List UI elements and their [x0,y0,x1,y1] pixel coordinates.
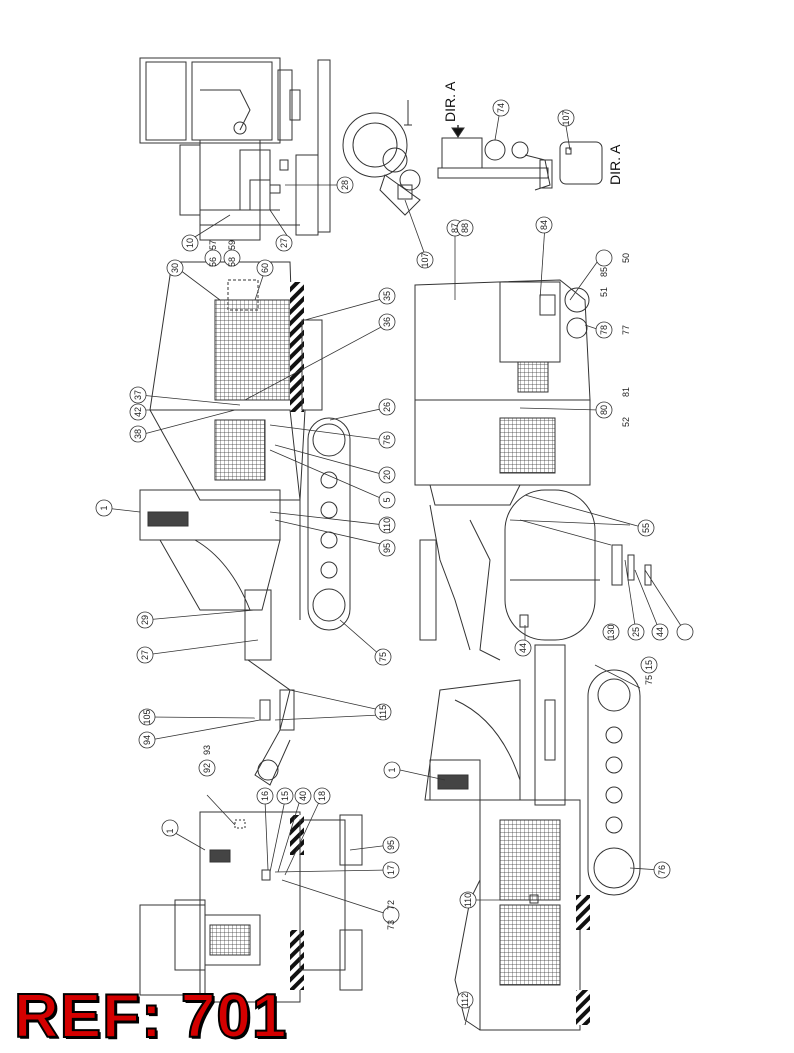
callout-38: 38 [133,429,143,439]
callout-balloons [95,99,694,1026]
front-view-bottom [139,811,363,1003]
front-view-top [139,57,331,241]
callout-107: 107 [561,110,571,125]
callout-44: 44 [518,643,528,653]
callout-58: 58 [227,257,237,267]
callout-110: 110 [382,518,392,532]
callout-51: 51 [599,287,609,297]
callout-72: 72 [386,900,396,910]
callout-15: 15 [280,791,290,801]
callout-85: 85 [599,267,609,277]
callout-16: 16 [260,791,270,801]
callout-56: 56 [208,257,218,267]
callout-35: 35 [382,291,392,301]
callout-40: 40 [298,791,308,801]
callout-17: 17 [386,865,396,875]
callout-74: 74 [496,103,506,113]
callout-87: 87 [450,223,460,233]
callout-77: 77 [621,325,631,335]
callout-105: 105 [142,709,152,724]
callout-81: 81 [621,387,631,397]
callout-1: 1 [387,767,397,772]
callout-94: 94 [142,735,152,745]
callout-88: 88 [460,223,470,233]
callout-36: 36 [382,317,392,327]
callout-59: 59 [227,240,237,250]
callout-25: 25 [631,627,641,637]
callout-5: 5 [382,497,392,502]
callout-95: 95 [386,840,396,850]
callout-92: 92 [202,763,212,773]
callout-60: 60 [260,263,270,273]
callout-1: 1 [99,505,109,510]
callout-28: 28 [340,180,350,190]
callout-76: 76 [657,865,667,875]
reference-label: REF: 701 [13,982,288,1051]
callout-10: 10 [185,238,195,248]
callout-107: 107 [420,252,430,267]
callout-57: 57 [208,240,218,250]
dir-a-label-top: DIR. A [442,81,458,122]
callout-15: 15 [644,660,654,670]
callout-29: 29 [140,615,150,625]
winch-assembly [342,100,421,216]
callout-55: 55 [641,523,651,533]
callout-75: 75 [644,675,654,685]
callout-95: 95 [382,543,392,553]
callout-73: 73 [386,920,396,930]
callout-93: 93 [202,745,212,755]
callout-115: 115 [378,705,388,719]
callout-110: 110 [463,893,473,907]
callout-20: 20 [382,470,392,480]
callout-1: 1 [165,828,175,833]
callout-37: 37 [133,390,143,400]
side-view-bottom-right [424,644,641,1031]
callout-84: 84 [539,220,549,230]
side-view-right [414,279,652,661]
callout-130: 130 [606,624,616,639]
callout-26: 26 [382,402,392,412]
callout-27: 27 [140,650,150,660]
callout-30: 30 [170,263,180,273]
callout-78: 78 [599,325,609,335]
callout-75: 75 [378,652,388,662]
callout-52: 52 [621,417,631,427]
callout-42: 42 [133,407,143,417]
callout-27: 27 [279,238,289,248]
callout-112: 112 [460,993,470,1007]
callout-44: 44 [655,627,665,637]
dir-a-label-side: DIR. A [607,144,623,185]
callout-50: 50 [621,253,631,263]
dir-a-mechanism [437,125,603,191]
callout-80: 80 [599,405,609,415]
callout-76: 76 [382,435,392,445]
callout-18: 18 [317,791,327,801]
side-view-left [139,261,351,786]
